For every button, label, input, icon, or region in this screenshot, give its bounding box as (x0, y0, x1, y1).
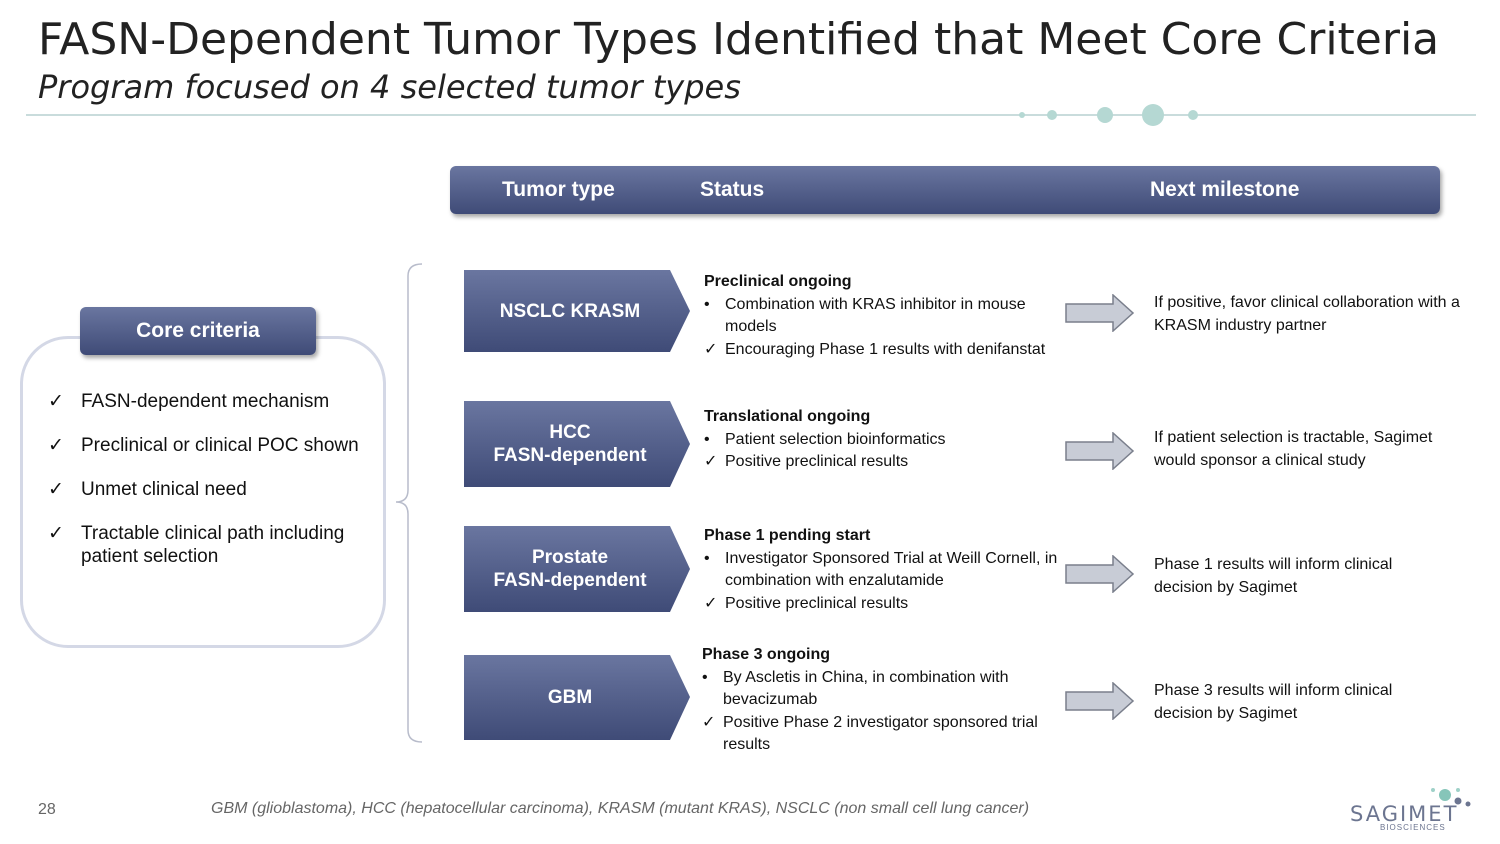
check-icon: ✓ (702, 713, 716, 731)
arrow-right-icon (1065, 294, 1135, 332)
tumor-type-line: NSCLC KRASM (499, 300, 641, 322)
milestone-text: Phase 1 results will inform clinical dec… (1154, 556, 1393, 596)
status-item: • Investigator Sponsored Trial at Weill C… (704, 548, 1064, 593)
milestone-text: If patient selection is tractable, Sagim… (1154, 429, 1433, 469)
divider-dot (1097, 107, 1113, 123)
header-tumor-type: Tumor type (502, 178, 615, 201)
company-logo-subtitle: BIOSCIENCES (1380, 823, 1446, 832)
company-logo: SAGIMET (1350, 802, 1459, 826)
criteria-item: ✓ Unmet clinical need (48, 478, 378, 501)
status-item: • Combination with KRAS inhibitor in mous… (704, 294, 1074, 339)
tumor-type-line: FASN-dependent (493, 445, 647, 466)
chevron-shape (464, 655, 690, 740)
tumor-type-prostate: Prostate FASN-dependent (464, 526, 690, 612)
check-icon: ✓ (48, 391, 64, 412)
criteria-item: ✓ Preclinical or clinical POC shown (48, 434, 378, 457)
milestone-text: If positive, favor clinical collaboratio… (1154, 294, 1460, 334)
status-item-text: Combination with KRAS inhibitor in mouse… (725, 295, 1026, 336)
page-number: 28 (38, 801, 56, 818)
brace-icon (395, 263, 423, 743)
criteria-item: ✓ FASN-dependent mechanism (48, 390, 378, 413)
arrow-right-icon (1065, 432, 1135, 470)
tumor-type-nsclc-krasm: NSCLC KRASM (464, 270, 690, 352)
status-item-text: By Ascletis in China, in combination wit… (723, 668, 1009, 709)
check-icon: ✓ (704, 453, 718, 470)
footnote: GBM (glioblastoma), HCC (hepatocellular … (211, 800, 1030, 817)
status-item-text: Encouraging Phase 1 results with denifan… (725, 340, 1046, 358)
check-icon: ✓ (48, 435, 64, 456)
tumor-type-line: GBM (547, 687, 593, 708)
status-heading: Phase 3 ongoing (702, 646, 831, 663)
status-item-text: Investigator Sponsored Trial at Weill Co… (725, 549, 1058, 590)
bullet-icon: • (704, 430, 710, 448)
divider-dot (1188, 110, 1198, 120)
table-header-bar: Tumor type Status Next milestone (450, 166, 1440, 214)
tumor-type-line: FASN-dependent (493, 570, 647, 591)
criteria-item-text: Tractable clinical path including patien… (81, 523, 345, 567)
header-next-milestone: Next milestone (1150, 178, 1300, 201)
slide-title: FASN-Dependent Tumor Types Identified th… (38, 14, 1440, 65)
status-block: Translational ongoing • Patient selection… (704, 406, 1074, 474)
title-divider (26, 114, 1476, 116)
criteria-item-text: Unmet clinical need (81, 479, 247, 500)
tumor-type-hcc: HCC FASN-dependent (464, 401, 690, 487)
check-icon: ✓ (48, 479, 64, 500)
status-block: Phase 1 pending start • Investigator Spon… (704, 525, 1064, 615)
tumor-type-gbm: GBM (464, 655, 690, 740)
check-icon: ✓ (48, 523, 64, 544)
status-item-text: Positive Phase 2 investigator sponsored … (723, 713, 1038, 754)
chevron-shape (464, 401, 690, 487)
check-icon: ✓ (704, 340, 718, 358)
divider-dot (1047, 110, 1057, 120)
status-item: • Patient selection bioinformatics (704, 429, 1074, 452)
divider-dot (1142, 104, 1164, 126)
bullet-icon: • (702, 668, 708, 686)
status-item: • By Ascletis in China, in combination wi… (702, 667, 1042, 712)
bullet-icon: • (704, 295, 710, 313)
criteria-item-text: FASN-dependent mechanism (81, 391, 330, 412)
header-status: Status (700, 178, 765, 201)
status-heading: Preclinical ongoing (704, 273, 852, 290)
slide-subtitle: Program focused on 4 selected tumor type… (38, 68, 741, 106)
status-item: ✓ Encouraging Phase 1 results with denifa… (704, 339, 1074, 362)
status-item: ✓ Positive preclinical results (704, 451, 1074, 474)
divider-dot (1019, 112, 1025, 118)
milestone-text: Phase 3 results will inform clinical dec… (1154, 682, 1393, 722)
arrow-right-icon (1065, 555, 1135, 593)
chevron-shape (464, 526, 690, 612)
bullet-icon: • (704, 549, 710, 567)
criteria-item: ✓ Tractable clinical path including patie… (48, 522, 378, 568)
status-item: ✓ Positive preclinical results (704, 593, 1064, 616)
status-item-text: Positive preclinical results (725, 594, 909, 612)
criteria-item-text: Preclinical or clinical POC shown (81, 435, 359, 456)
core-criteria-list: ✓ FASN-dependent mechanism ✓ Preclinical o… (48, 390, 378, 589)
status-item-text: Positive preclinical results (725, 453, 909, 470)
core-criteria-label: Core criteria (80, 307, 316, 355)
arrow-right-icon (1065, 682, 1135, 720)
tumor-type-line: Prostate (531, 547, 609, 568)
status-item: ✓ Positive Phase 2 investigator sponsored… (702, 712, 1042, 757)
status-heading: Phase 1 pending start (704, 527, 871, 544)
status-block: Phase 3 ongoing • By Ascletis in China, i… (702, 644, 1042, 757)
status-heading: Translational ongoing (704, 408, 871, 425)
status-block: Preclinical ongoing • Combination with KR… (704, 271, 1074, 361)
chevron-shape (464, 270, 690, 352)
core-criteria-panel (20, 336, 386, 648)
tumor-type-line: HCC (549, 422, 591, 443)
logo-dots-icon (1431, 788, 1471, 807)
check-icon: ✓ (704, 594, 718, 612)
status-item-text: Patient selection bioinformatics (725, 430, 946, 448)
